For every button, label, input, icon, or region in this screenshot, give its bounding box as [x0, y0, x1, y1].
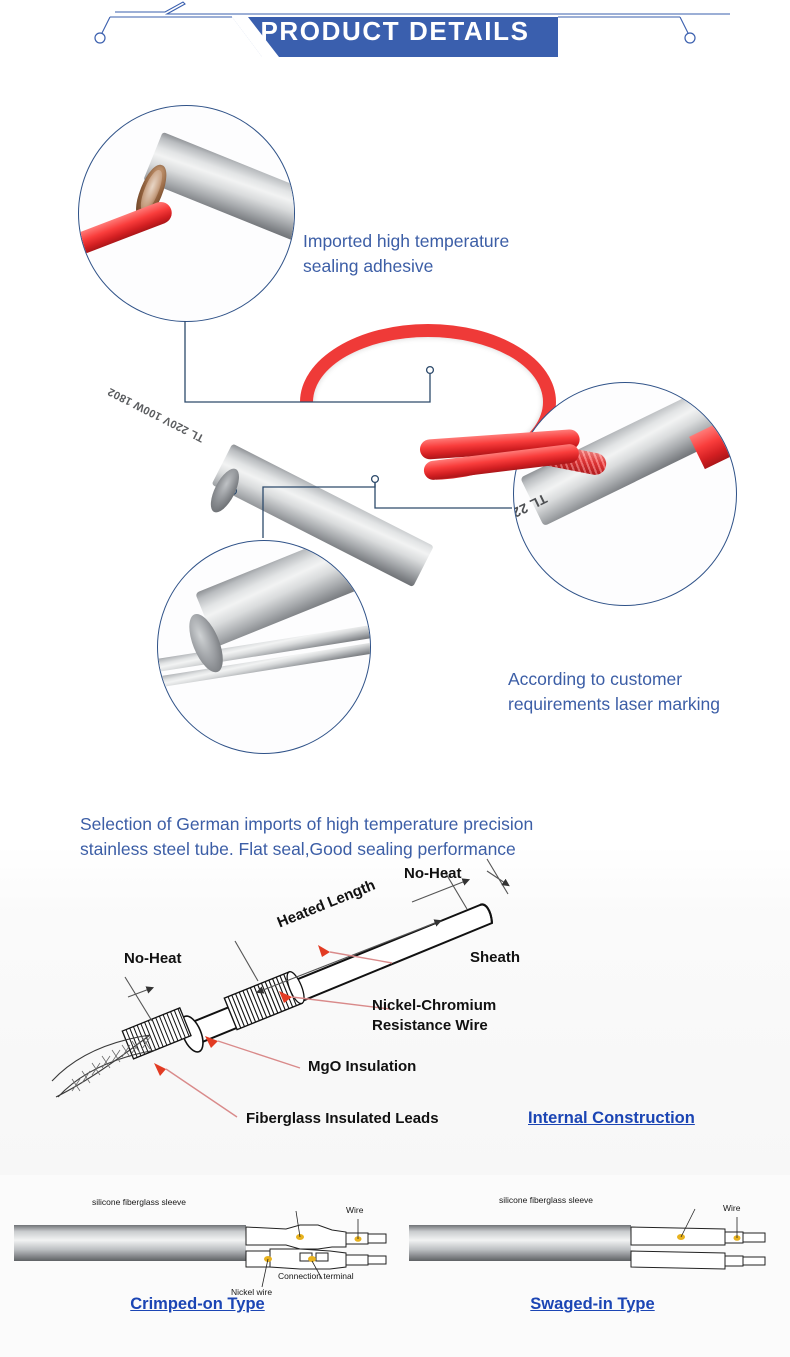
swaged-label-wire: Wire [723, 1203, 741, 1213]
swaged-leader-lines [680, 1208, 738, 1238]
swaged-in-drawing [409, 1208, 766, 1270]
caption-laser-marking-line2: requirements laser marking [508, 694, 721, 714]
banner-left-diagonal [101, 16, 111, 34]
label-fiberglass-leads: Fiberglass Insulated Leads [246, 1110, 439, 1127]
caption-sealing-adhesive-line1: Imported high temperature [303, 231, 510, 251]
banner-left-circle-icon [94, 32, 106, 44]
connector-line-marking [374, 482, 512, 509]
banner-right-circle-icon [684, 32, 696, 44]
banner-right-diagonal [679, 16, 689, 34]
internal-construction-drawing [51, 858, 510, 1118]
banner-trapezoid [232, 17, 558, 57]
swaged-sheath [409, 1225, 631, 1261]
label-no-heat-right: No-Heat [404, 865, 462, 882]
internal-construction-section: No-Heat No-Heat Heated Length Sheath Nic… [0, 845, 790, 1175]
crimped-lower-lead [245, 1248, 387, 1270]
label-no-heat-left: No-Heat [124, 950, 182, 967]
crimped-label-wire: Wire [346, 1205, 364, 1215]
hero-loop-mask [286, 402, 436, 482]
swaged-lower-lead [630, 1250, 766, 1270]
connector-node-adhesive [425, 365, 435, 375]
crimped-leader-lines [261, 1210, 359, 1288]
callout-circle-sealing-adhesive [78, 105, 295, 322]
banner-shape [94, 1, 730, 57]
swaged-label-sleeve: silicone fiberglass sleeve [499, 1195, 594, 1205]
caption-stainless-tube: Selection of German imports of high temp… [80, 812, 680, 862]
connector-line-tube [262, 481, 376, 538]
fiberglass-leads [51, 1034, 157, 1098]
caption-stainless-tube-line2: stainless steel tube. Flat seal,Good sea… [80, 839, 516, 859]
type-panel-swaged-in: silicone fiberglass sleeve Wire Swaged-i… [395, 1175, 790, 1357]
photo-collage-section: TL 220V 100W 1802 TL 220V 100W 1802 Impo… [0, 72, 790, 859]
connector-node-tube [370, 474, 380, 484]
callout-circle-stainless-tube [157, 540, 371, 754]
caption-laser-marking: According to customer requirements laser… [508, 667, 778, 717]
caption-sealing-adhesive-line2: sealing adhesive [303, 256, 434, 276]
connector-line-adhesive [184, 321, 431, 403]
label-nickel-chromium-line2: Resistance Wire [372, 1017, 488, 1034]
crimped-upper-lead [245, 1224, 387, 1250]
crimped-sheath [14, 1225, 246, 1261]
label-nickel-chromium-line1: Nickel-Chromium [372, 997, 497, 1014]
label-sheath: Sheath [470, 949, 521, 966]
page-title: PRODUCT DETAILS [260, 16, 530, 46]
banner-left-bevel [232, 17, 279, 57]
crimped-label-connection-terminal: Connection terminal [278, 1271, 354, 1281]
leader-lines [154, 945, 393, 1118]
heater-types-section: silicone fiberglass sleeve Wire Nickel w… [0, 1175, 790, 1357]
crimped-on-type-title: Crimped-on Type [130, 1295, 265, 1313]
caption-sealing-adhesive: Imported high temperature sealing adhesi… [303, 229, 603, 279]
page-header: PRODUCT DETAILS [0, 0, 790, 72]
dimension-lines [124, 858, 510, 1022]
swaged-upper-lead [630, 1226, 766, 1246]
label-mgo-insulation: MgO Insulation [308, 1058, 417, 1075]
crimped-connection-dot [308, 1256, 316, 1262]
callout-connector-lines [184, 321, 512, 538]
caption-laser-marking-line1: According to customer [508, 669, 683, 689]
caption-stainless-tube-line1: Selection of German imports of high temp… [80, 814, 534, 834]
swaged-in-type-title: Swaged-in Type [530, 1295, 655, 1313]
crimped-on-drawing [14, 1210, 387, 1288]
type-panel-crimped-on: silicone fiberglass sleeve Wire Nickel w… [0, 1175, 395, 1357]
crimped-label-nickel-wire: Nickel wire [231, 1287, 273, 1297]
banner-left-hairline [115, 1, 730, 15]
callout-circle-laser-marking: TL 220V 100W 1802 [513, 382, 737, 606]
label-internal-construction: Internal Construction [528, 1109, 695, 1127]
crimped-label-sleeve: silicone fiberglass sleeve [92, 1197, 187, 1207]
